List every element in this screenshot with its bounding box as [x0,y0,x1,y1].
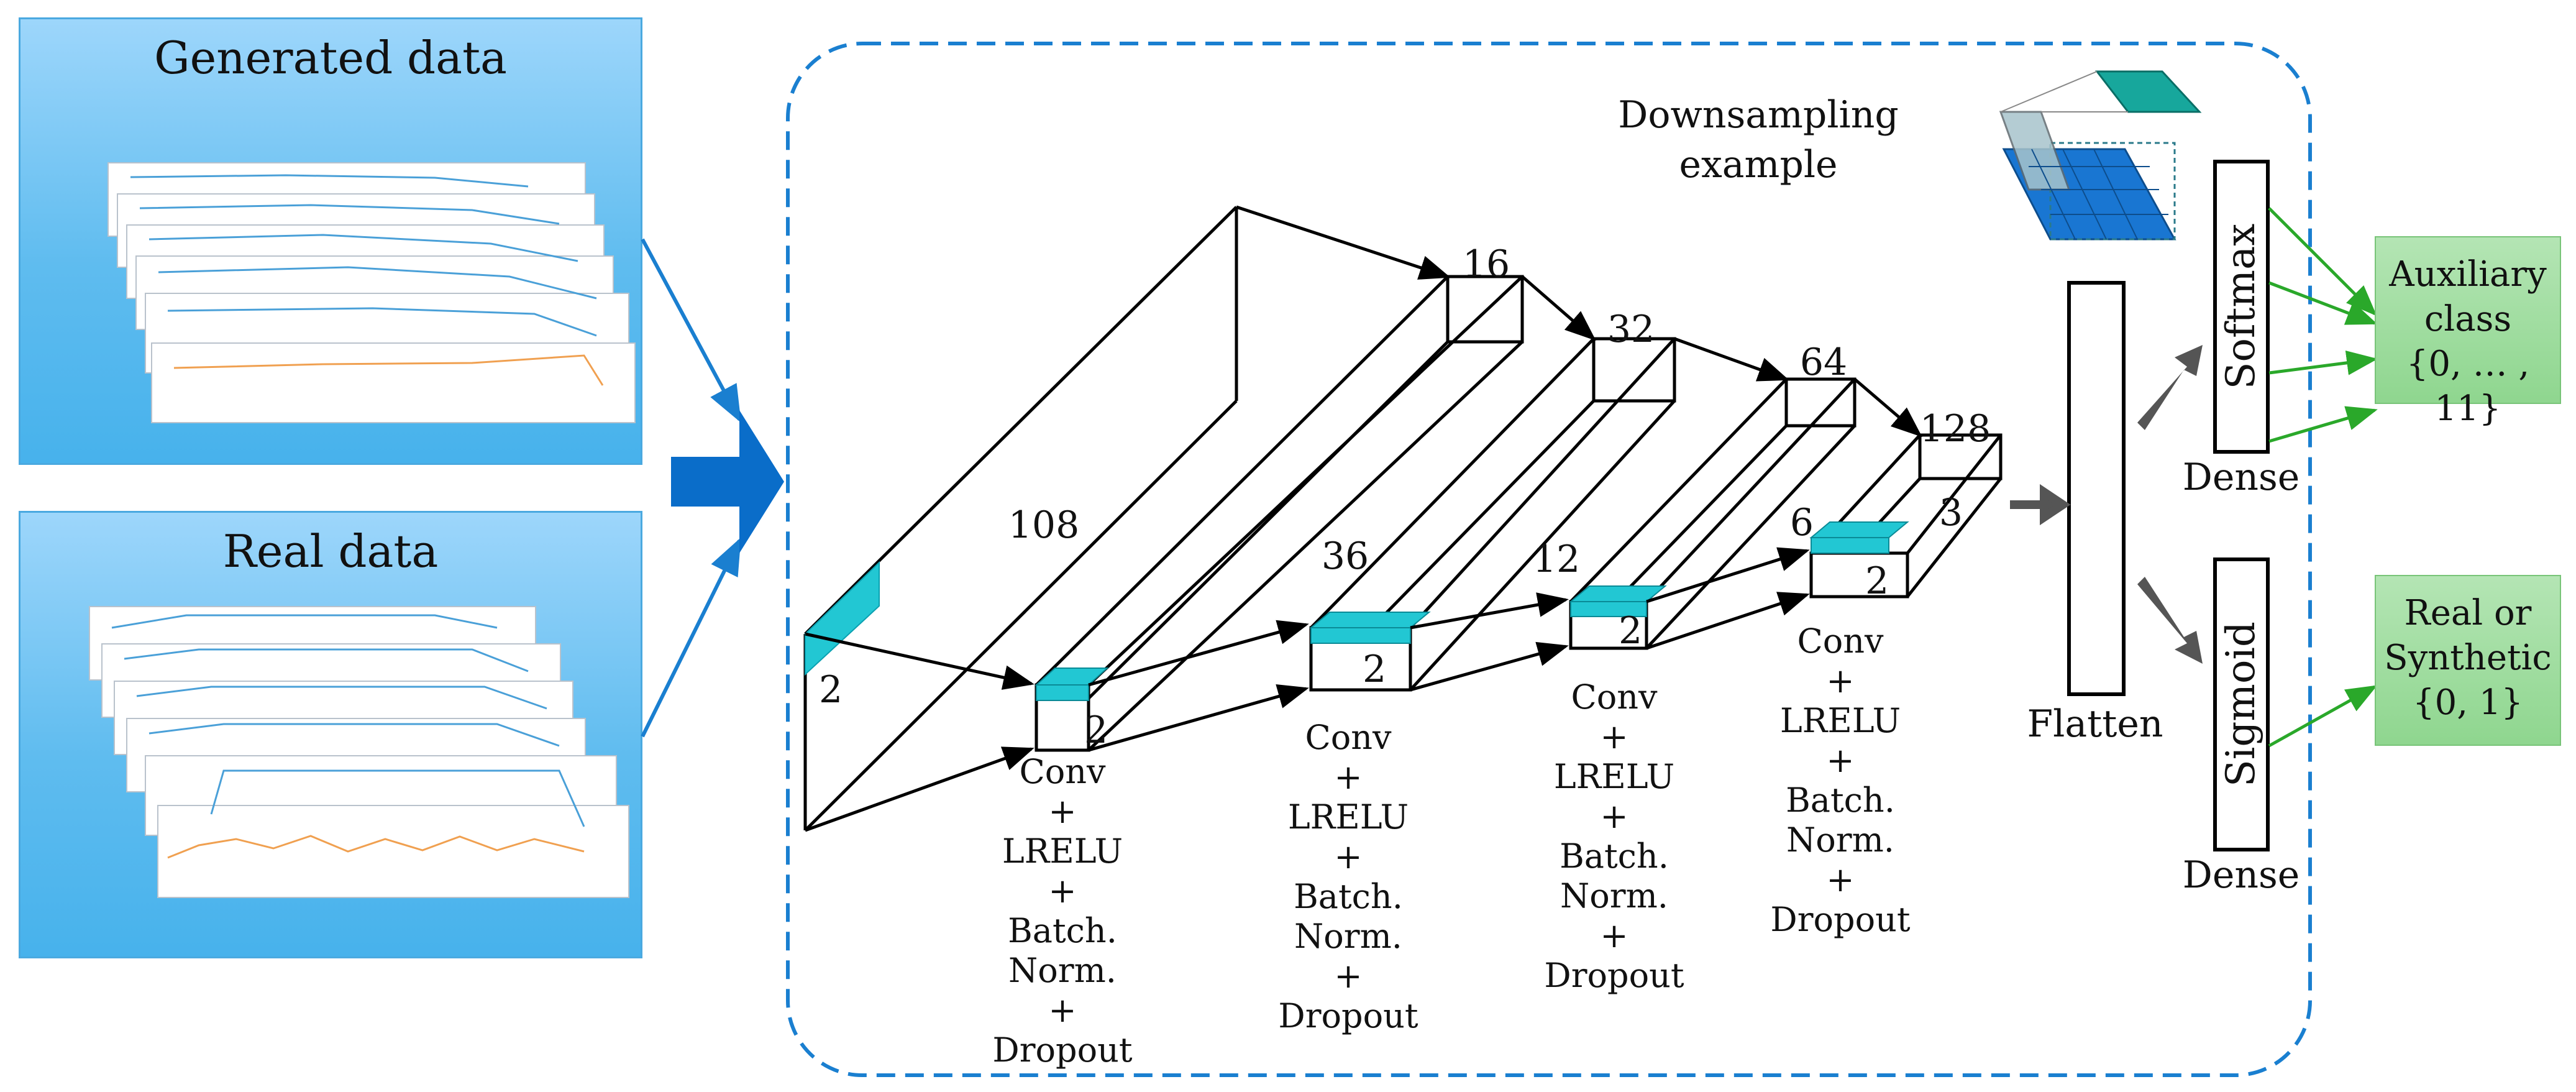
softmax-label: Softmax [2218,223,2264,390]
generated-plot-traces [130,174,604,386]
block2-ops: Conv+LRELU+Batch.Norm.+Dropout [1278,718,1418,1035]
discriminator-border [786,42,2312,1077]
generated-data-title: Generated data [154,32,507,84]
layer2-kernel [1309,612,1431,628]
softmax-dense-label: Dense [2182,456,2300,499]
layer4-volume [1809,433,2003,599]
sigmoid-dense-box [2213,557,2270,851]
real-plot-traces [111,614,585,859]
to-flatten-arrow [2010,484,2071,526]
sigmoid-label: Sigmoid [2218,622,2264,787]
input-depth-label: 108 [1008,503,1080,547]
auxiliary-class-output: Auxiliary class {0, … , 11} [2375,236,2561,429]
real-to-model-arrow [641,537,741,738]
layer1-filters-label: 16 [1462,242,1510,286]
generated-plot-thumb [151,342,636,423]
flatten-label: Flatten [2027,702,2163,746]
layer3-kernel-front [1570,601,1647,617]
input-kernel-label: 2 [819,668,843,712]
layer4-filters-label: 128 [1919,407,1991,451]
softmax-dense-box [2213,160,2270,454]
green-output-arrows [2268,207,2378,748]
block4-ops: Conv+LRELU+Batch.Norm.+Dropout [1770,622,1911,939]
layer3-kernel-label: 2 [1619,609,1643,653]
flatten-to-dense-arrows [2137,345,2203,664]
generated-data-panel: Generated data [19,17,642,465]
layer2-size-label: 12 [1532,538,1581,581]
real-or-synthetic-output: Real or Synthetic {0, 1} [2375,575,2561,746]
generated-to-model-arrow [641,238,741,423]
input-kernel [805,561,880,676]
layer3-size-label: 6 [1789,501,1814,544]
layer2-filters-label: 32 [1607,308,1655,351]
downsampling-title: Downsampling example [1618,93,1899,186]
block1-ops: Conv+LRELU+Batch.Norm.+Dropout [992,752,1133,1070]
layer1-kernel-label: 2 [1084,709,1108,752]
layer4-kernel-label: 2 [1865,559,1889,603]
layer4-size-label: 3 [1939,491,1963,535]
layer1-size-label: 36 [1321,535,1369,578]
block3-ops: Conv+LRELU+Batch.Norm.+Dropout [1544,677,1684,995]
layer2-kernel-label: 2 [1363,648,1387,691]
layer3-filters-label: 64 [1799,341,1848,384]
flow-arrows [805,547,1810,832]
layer4-kernel-front [1811,537,1889,554]
layer1-kernel-front [1036,684,1089,701]
downsampling-example [1999,70,2202,241]
sigmoid-dense-label: Dense [2182,853,2300,897]
layer2-kernel-front [1310,627,1411,644]
big-input-arrow [671,410,784,553]
real-plot-thumb [157,805,629,898]
flatten-layer [2067,281,2126,696]
real-data-title: Real data [222,525,439,577]
top-depth-path [1236,205,1922,438]
layer4-kernel [1809,521,1909,538]
